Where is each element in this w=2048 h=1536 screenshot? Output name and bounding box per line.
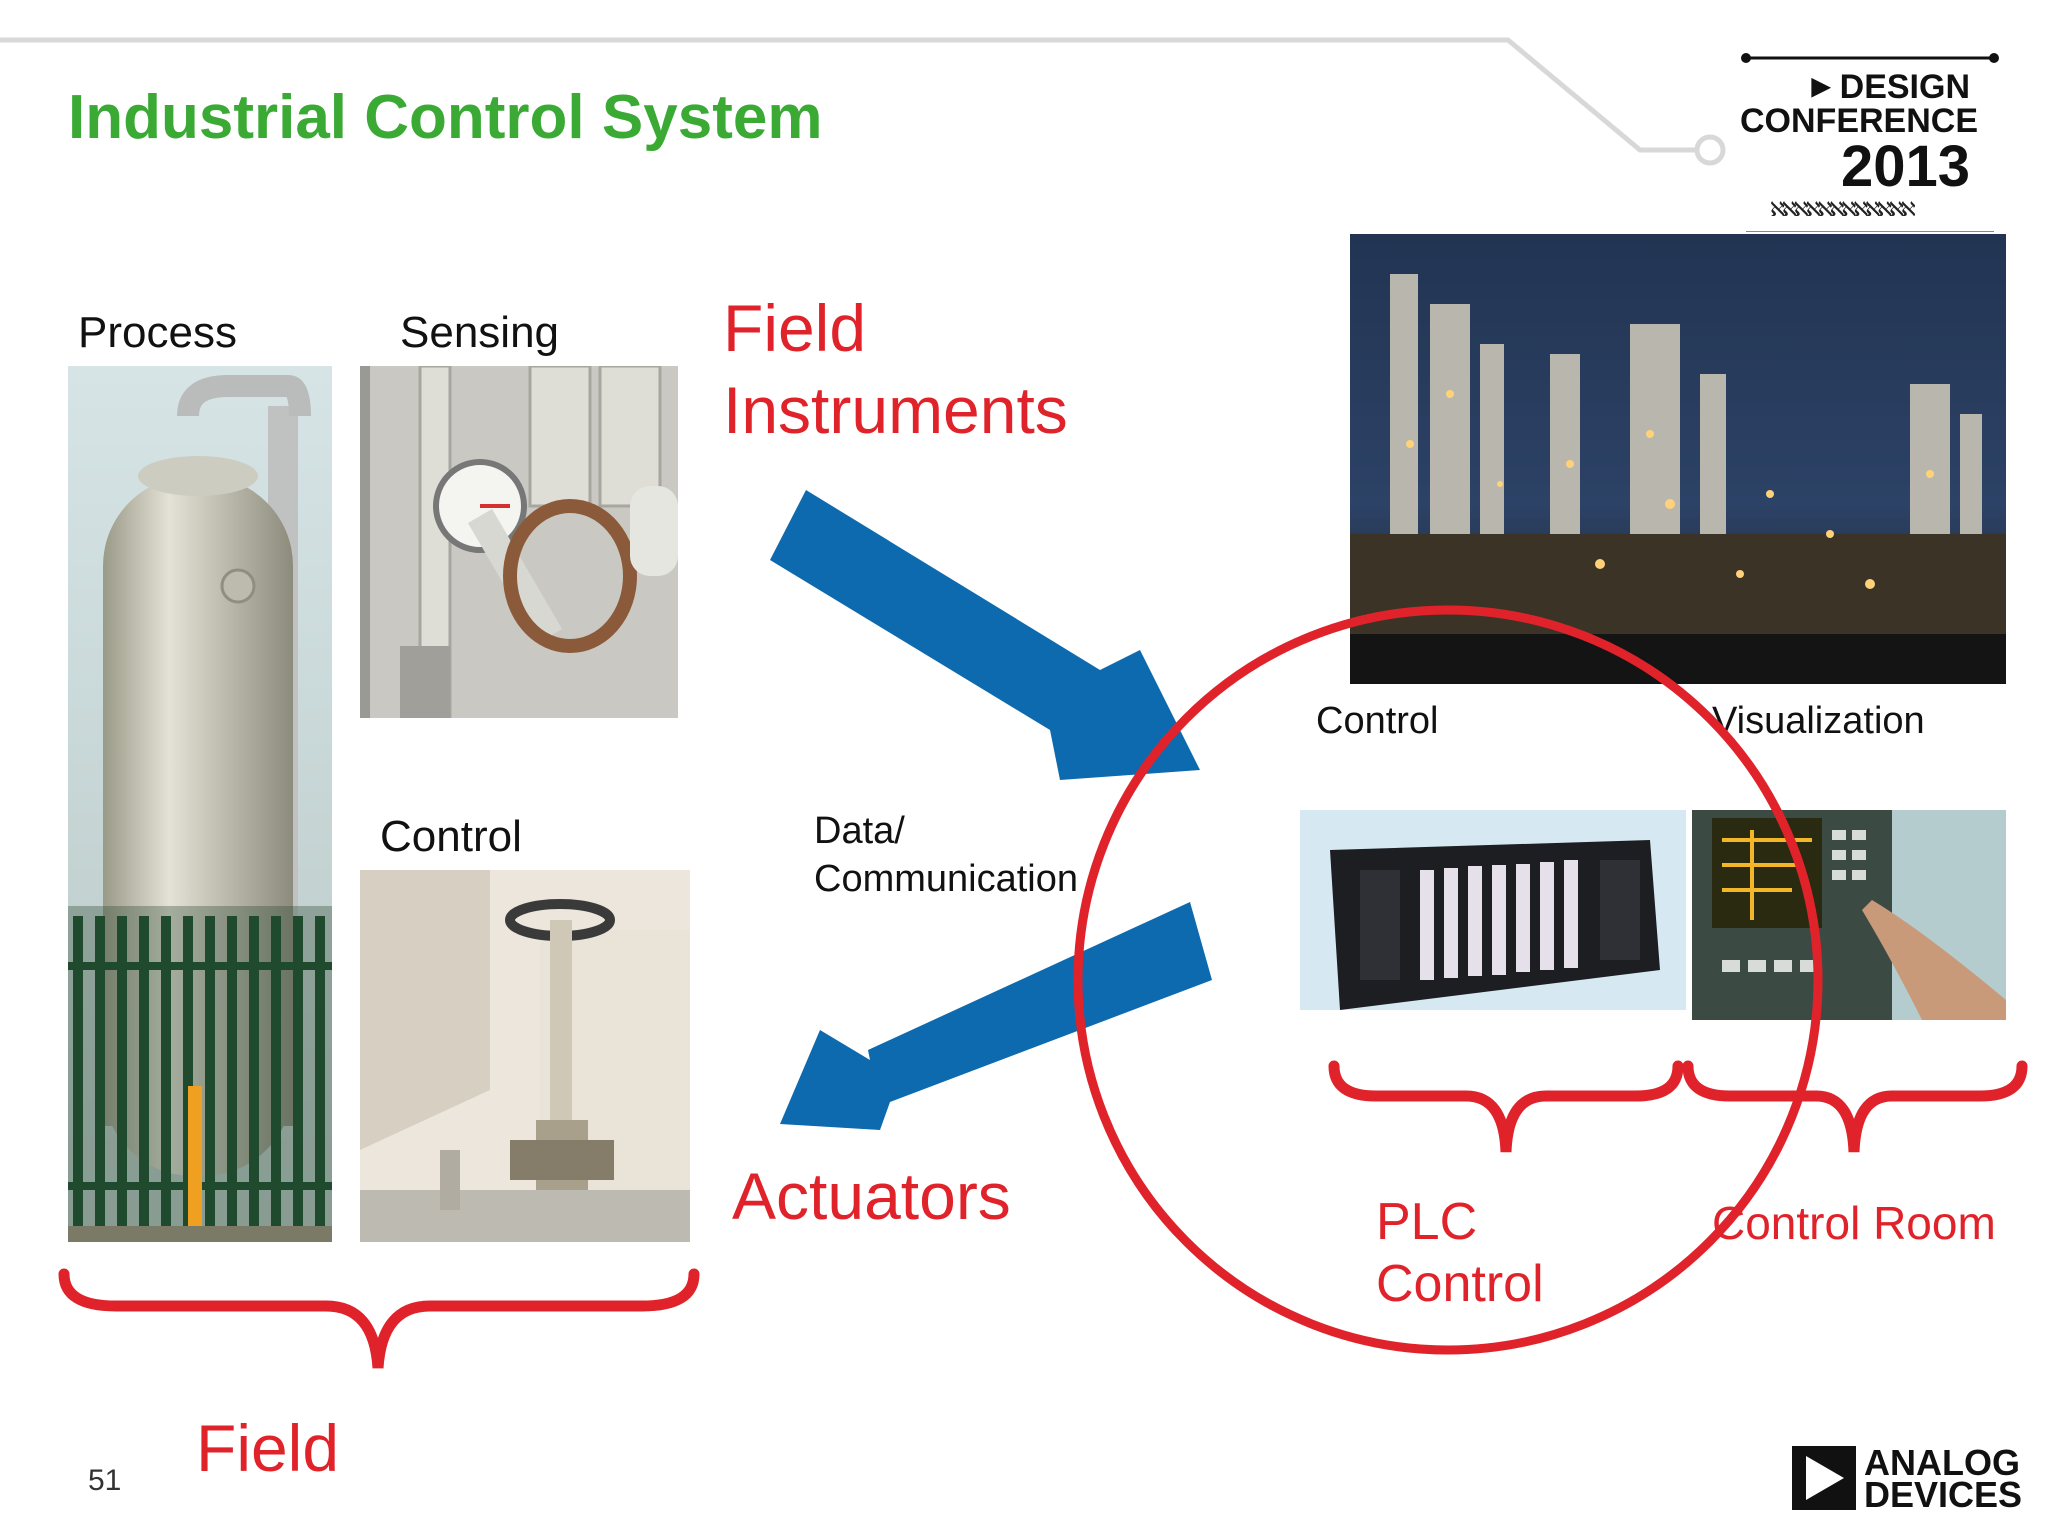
circuit-line-decoration	[0, 37, 1726, 166]
label-process: Process	[78, 308, 237, 357]
design-conference-logo: ▶ DESIGN CONFERENCE 2013 ℵℵℵℵℵℵℵℵℵℵℵℵ	[1740, 52, 2000, 232]
label-sensing: Sensing	[400, 308, 560, 357]
label-field-instruments-line1: Field	[723, 291, 867, 365]
label-data-comm-line2: Communication	[814, 858, 1078, 900]
logo-frame	[1741, 53, 1999, 232]
label-control-field: Control	[380, 812, 522, 861]
control-room-hmi-photo	[1692, 810, 2006, 1020]
logo-line2: CONFERENCE	[1740, 102, 1979, 140]
arrow-control-to-actuators	[780, 902, 1212, 1130]
field-brace	[58, 1268, 700, 1369]
plc-brace	[1328, 1060, 1684, 1153]
control-valve-photo	[360, 870, 690, 1242]
control-room-brace	[1682, 1060, 2028, 1153]
label-data-comm-line1: Data/	[814, 810, 905, 852]
label-control-right: Control	[1316, 700, 1439, 742]
process-tank-photo	[68, 366, 332, 1242]
label-actuators: Actuators	[732, 1159, 1011, 1233]
label-field-instruments-line2: Instruments	[723, 373, 1068, 447]
plc-highlight-circle	[1073, 605, 1823, 1355]
people-icons: ℵℵℵℵℵℵℵℵℵℵℵℵ	[1770, 199, 1916, 221]
label-control-room: Control Room	[1712, 1197, 1996, 1249]
arrow-field-to-control	[770, 490, 1200, 780]
page-title: Industrial Control System	[68, 83, 823, 152]
label-field: Field	[196, 1411, 340, 1485]
label-visualization: Visualization	[1712, 700, 1925, 742]
page-number: 51	[88, 1464, 122, 1497]
analog-devices-line2: DEVICES	[1864, 1474, 2023, 1515]
sensing-gauge-photo	[360, 366, 678, 718]
logo-line1: DESIGN	[1839, 68, 1970, 106]
label-plc-line1: PLC	[1376, 1193, 1478, 1251]
play-triangle-icon: ▶	[1811, 73, 1831, 100]
logo-year: 2013	[1840, 134, 1970, 199]
label-plc-line2: Control	[1376, 1255, 1544, 1313]
analog-devices-line1: ANALOG	[1864, 1442, 2020, 1483]
analog-devices-triangle-icon	[1792, 1446, 1856, 1510]
plc-rack-photo	[1300, 810, 1686, 1010]
analog-devices-logo: ANALOG DEVICES	[1792, 1444, 2022, 1513]
